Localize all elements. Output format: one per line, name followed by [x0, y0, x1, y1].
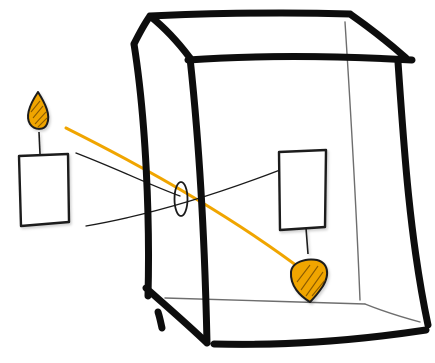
candle-body	[17, 152, 71, 228]
inverted-image-icon	[277, 148, 329, 303]
box-bottom-tick	[154, 308, 166, 332]
ray-line-bottom	[85, 169, 281, 227]
camera-box	[130, 9, 432, 348]
flame-icon	[27, 91, 50, 130]
candle-icon	[17, 91, 71, 228]
box-back-bottom-edge	[164, 297, 366, 305]
box-back-right-edge	[344, 21, 361, 301]
box-front-right-edge	[394, 58, 432, 329]
box-left-slant	[130, 12, 154, 48]
box-top-edge	[146, 9, 354, 20]
ray-lines	[75, 152, 281, 227]
box-top-left-diagonal	[146, 12, 194, 62]
box-left-outer-edge	[130, 40, 152, 300]
image-wick	[305, 227, 309, 255]
pinhole-icon	[173, 181, 189, 217]
image-flame-icon	[289, 258, 329, 303]
light-ray	[64, 126, 307, 274]
box-back-edges	[164, 21, 421, 323]
ray-line-top	[75, 152, 181, 197]
image-candle-body	[277, 148, 328, 232]
box-front-left-edge	[186, 54, 211, 347]
box-bottom-left-diagonal	[142, 284, 211, 347]
candle-wick	[38, 131, 41, 155]
box-top-front-edge	[184, 53, 416, 64]
box-front-bottom-edge	[210, 326, 430, 348]
box-back-floor-edge	[364, 303, 421, 323]
box-top-right-diagonal	[346, 10, 410, 62]
